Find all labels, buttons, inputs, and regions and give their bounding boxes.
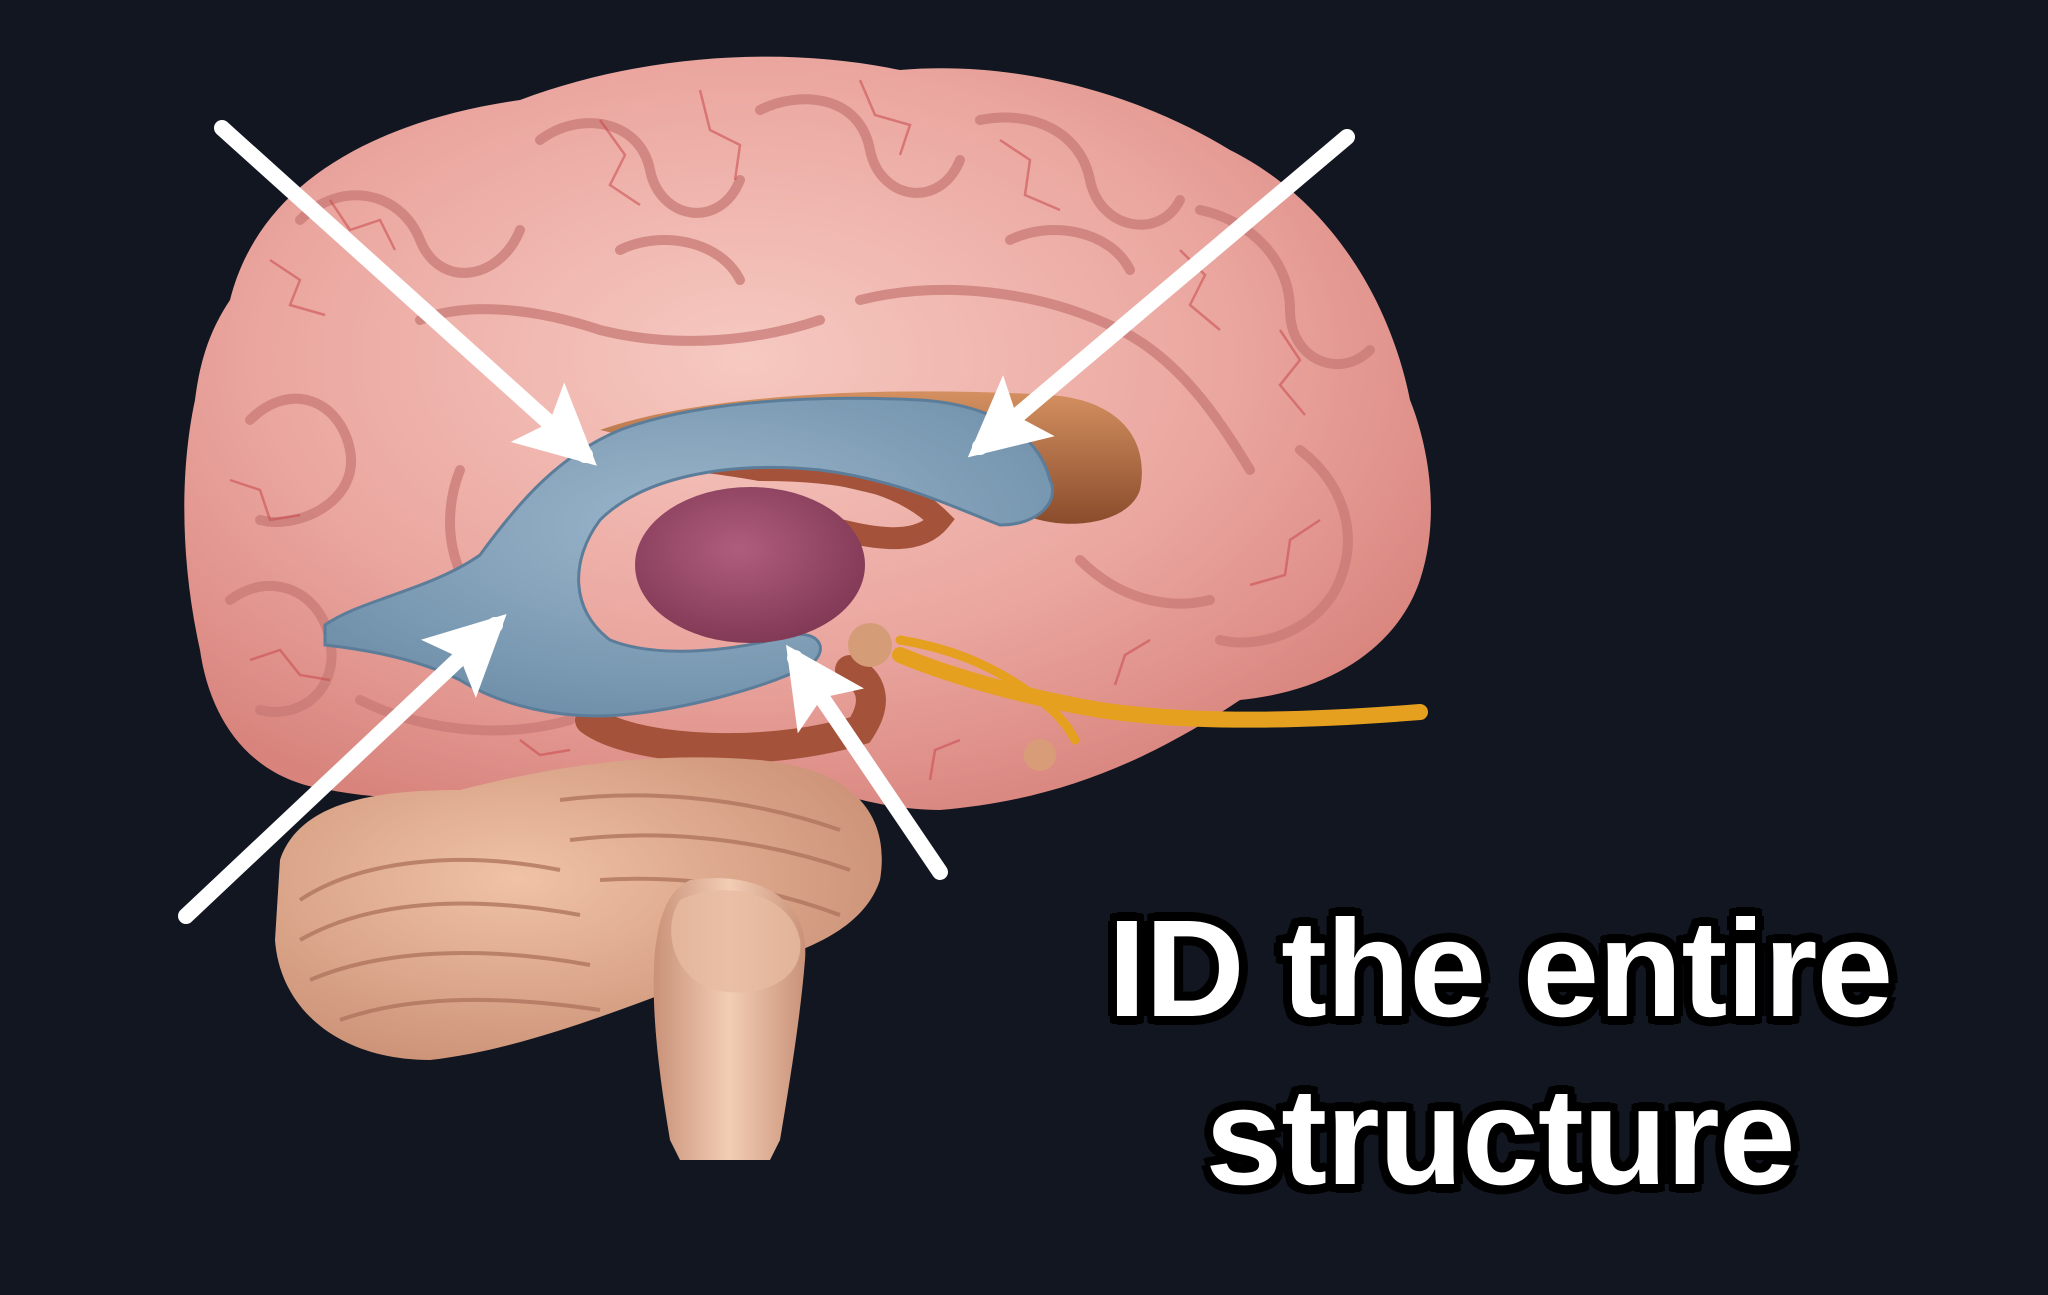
thalamus xyxy=(635,487,865,643)
hypothalamus xyxy=(848,623,892,667)
caption-line-2: structure xyxy=(1205,1060,1795,1214)
arrow-bottom-left xyxy=(178,614,507,924)
lateral-ventricle xyxy=(323,396,1054,718)
arrow-bottom-center xyxy=(786,644,948,880)
olfactory-nerve xyxy=(892,647,1428,728)
annotation-arrows xyxy=(178,120,1355,924)
caption-line-1: ID the entire xyxy=(1107,892,1893,1046)
pons xyxy=(671,890,801,993)
cerebellum xyxy=(275,757,882,1060)
fornix-lower xyxy=(575,655,886,764)
arrow-top-left xyxy=(214,120,597,466)
optic-nerve xyxy=(895,635,1080,745)
arrow-top-right xyxy=(967,129,1355,458)
pituitary-gland xyxy=(1024,739,1056,771)
